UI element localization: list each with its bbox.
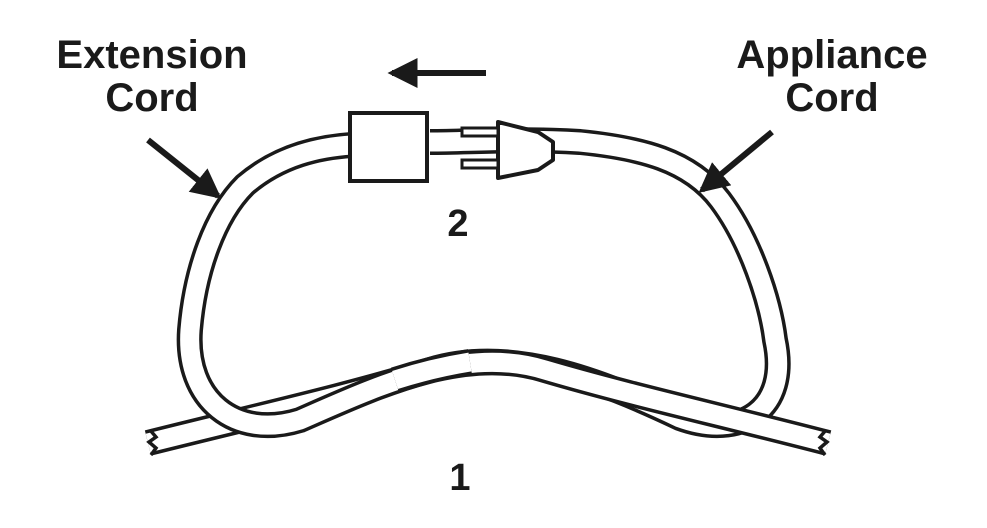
extension-cord-label-line2: Cord — [105, 76, 199, 121]
knot-crossing — [391, 349, 473, 393]
plug-icon — [460, 120, 555, 180]
extension-cord-cut-end — [146, 428, 159, 457]
arrow-down-right-icon — [146, 137, 222, 199]
socket-icon — [348, 111, 429, 183]
extension-cord-label-line1: Extension — [56, 33, 248, 77]
appliance-cord-cut-end — [817, 428, 830, 457]
appliance-cord-label-line1: Appliance — [736, 33, 928, 77]
appliance-cord — [176, 132, 832, 456]
appliance-cord-label: Appliance Cord — [722, 33, 942, 121]
step-1-label: 1 — [449, 457, 471, 499]
arrow-down-left-icon — [698, 129, 774, 193]
extension-cord-label: Extension Cord — [42, 33, 262, 121]
appliance-cord-label-line2: Cord — [785, 76, 879, 121]
step-2-label: 2 — [447, 203, 469, 245]
